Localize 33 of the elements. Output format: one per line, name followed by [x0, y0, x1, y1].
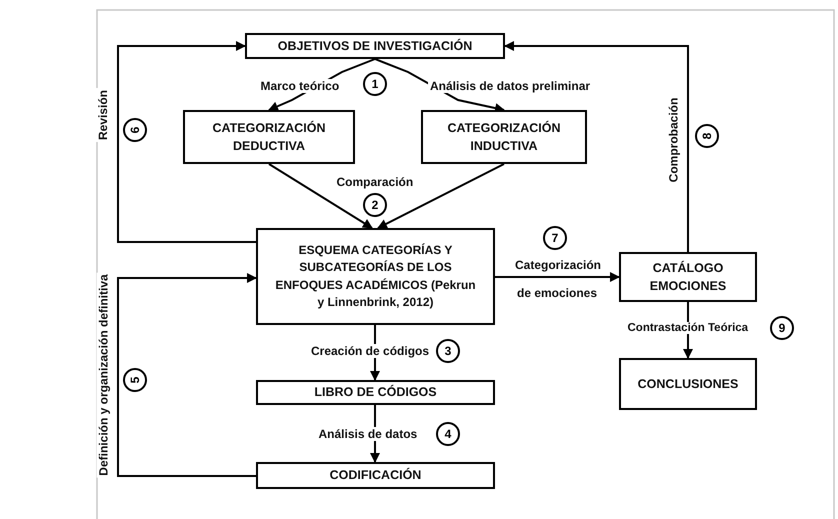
process-box: CATEGORIZACIÓN INDUCTIVA	[421, 110, 587, 164]
edge-label: Creación de códigos	[309, 344, 432, 358]
edge-label: Contrastación Teórica	[626, 322, 750, 334]
step-number: 3	[436, 339, 460, 363]
step-number: 8	[695, 124, 719, 148]
step-number: 4	[436, 422, 460, 446]
step-number: 1	[363, 72, 387, 96]
process-box: LIBRO DE CÓDIGOS	[256, 380, 495, 405]
arrow	[268, 163, 373, 229]
arrow	[377, 163, 504, 229]
arrow	[504, 41, 689, 252]
step-number: 2	[363, 193, 387, 217]
edge-label: Análisis de datos preliminar	[428, 79, 592, 93]
edge-label: Comprobación	[666, 96, 680, 184]
arrow	[117, 273, 257, 477]
arrow	[495, 272, 620, 282]
process-box: CODIFICACIÓN	[256, 462, 495, 489]
arrow	[117, 41, 256, 243]
step-label: Comparación	[334, 175, 416, 189]
edge-label: Definición y organización definitiva	[96, 272, 110, 478]
step-number: 5	[123, 368, 147, 392]
process-box: ESQUEMA CATEGORÍAS Y SUBCATEGORÍAS DE LOS ENFOQUES ACADÉMICOS (Pekrun y Linnenbrink, 2012)	[256, 228, 495, 325]
edge-label: Análisis de datos	[316, 427, 420, 441]
process-box: CATÁLOGO EMOCIONES	[619, 252, 757, 302]
process-box: OBJETIVOS DE INVESTIGACIÓN	[245, 33, 505, 59]
step-number: 7	[543, 226, 567, 250]
edge-label: Revisión	[96, 88, 110, 142]
edge-label: Marco teórico	[258, 79, 342, 93]
step-number: 9	[770, 316, 794, 340]
step-number: 6	[123, 118, 147, 142]
process-box: CATEGORIZACIÓN DEDUCTIVA	[183, 110, 355, 164]
process-box: CONCLUSIONES	[619, 358, 757, 410]
edge-label: Categorización de emociones	[514, 257, 601, 302]
